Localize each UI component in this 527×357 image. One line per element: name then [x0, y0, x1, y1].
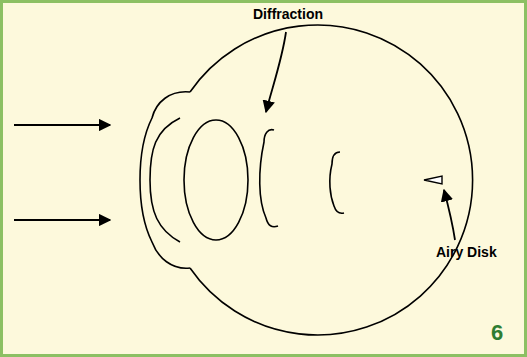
wavefront [260, 130, 278, 227]
light-ray [14, 219, 110, 221]
leader-line [444, 190, 455, 240]
figure-number: 6 [491, 320, 503, 346]
eyeball [190, 25, 473, 335]
lens [184, 120, 248, 240]
light-ray [14, 124, 110, 126]
airy-disk [424, 176, 442, 184]
cornea [140, 92, 190, 268]
callout-label: Diffraction [253, 6, 323, 22]
cornea-inner [150, 118, 180, 242]
leader-line [266, 32, 286, 112]
callout-label: Airy Disk [436, 244, 497, 260]
wavefront [330, 152, 344, 213]
